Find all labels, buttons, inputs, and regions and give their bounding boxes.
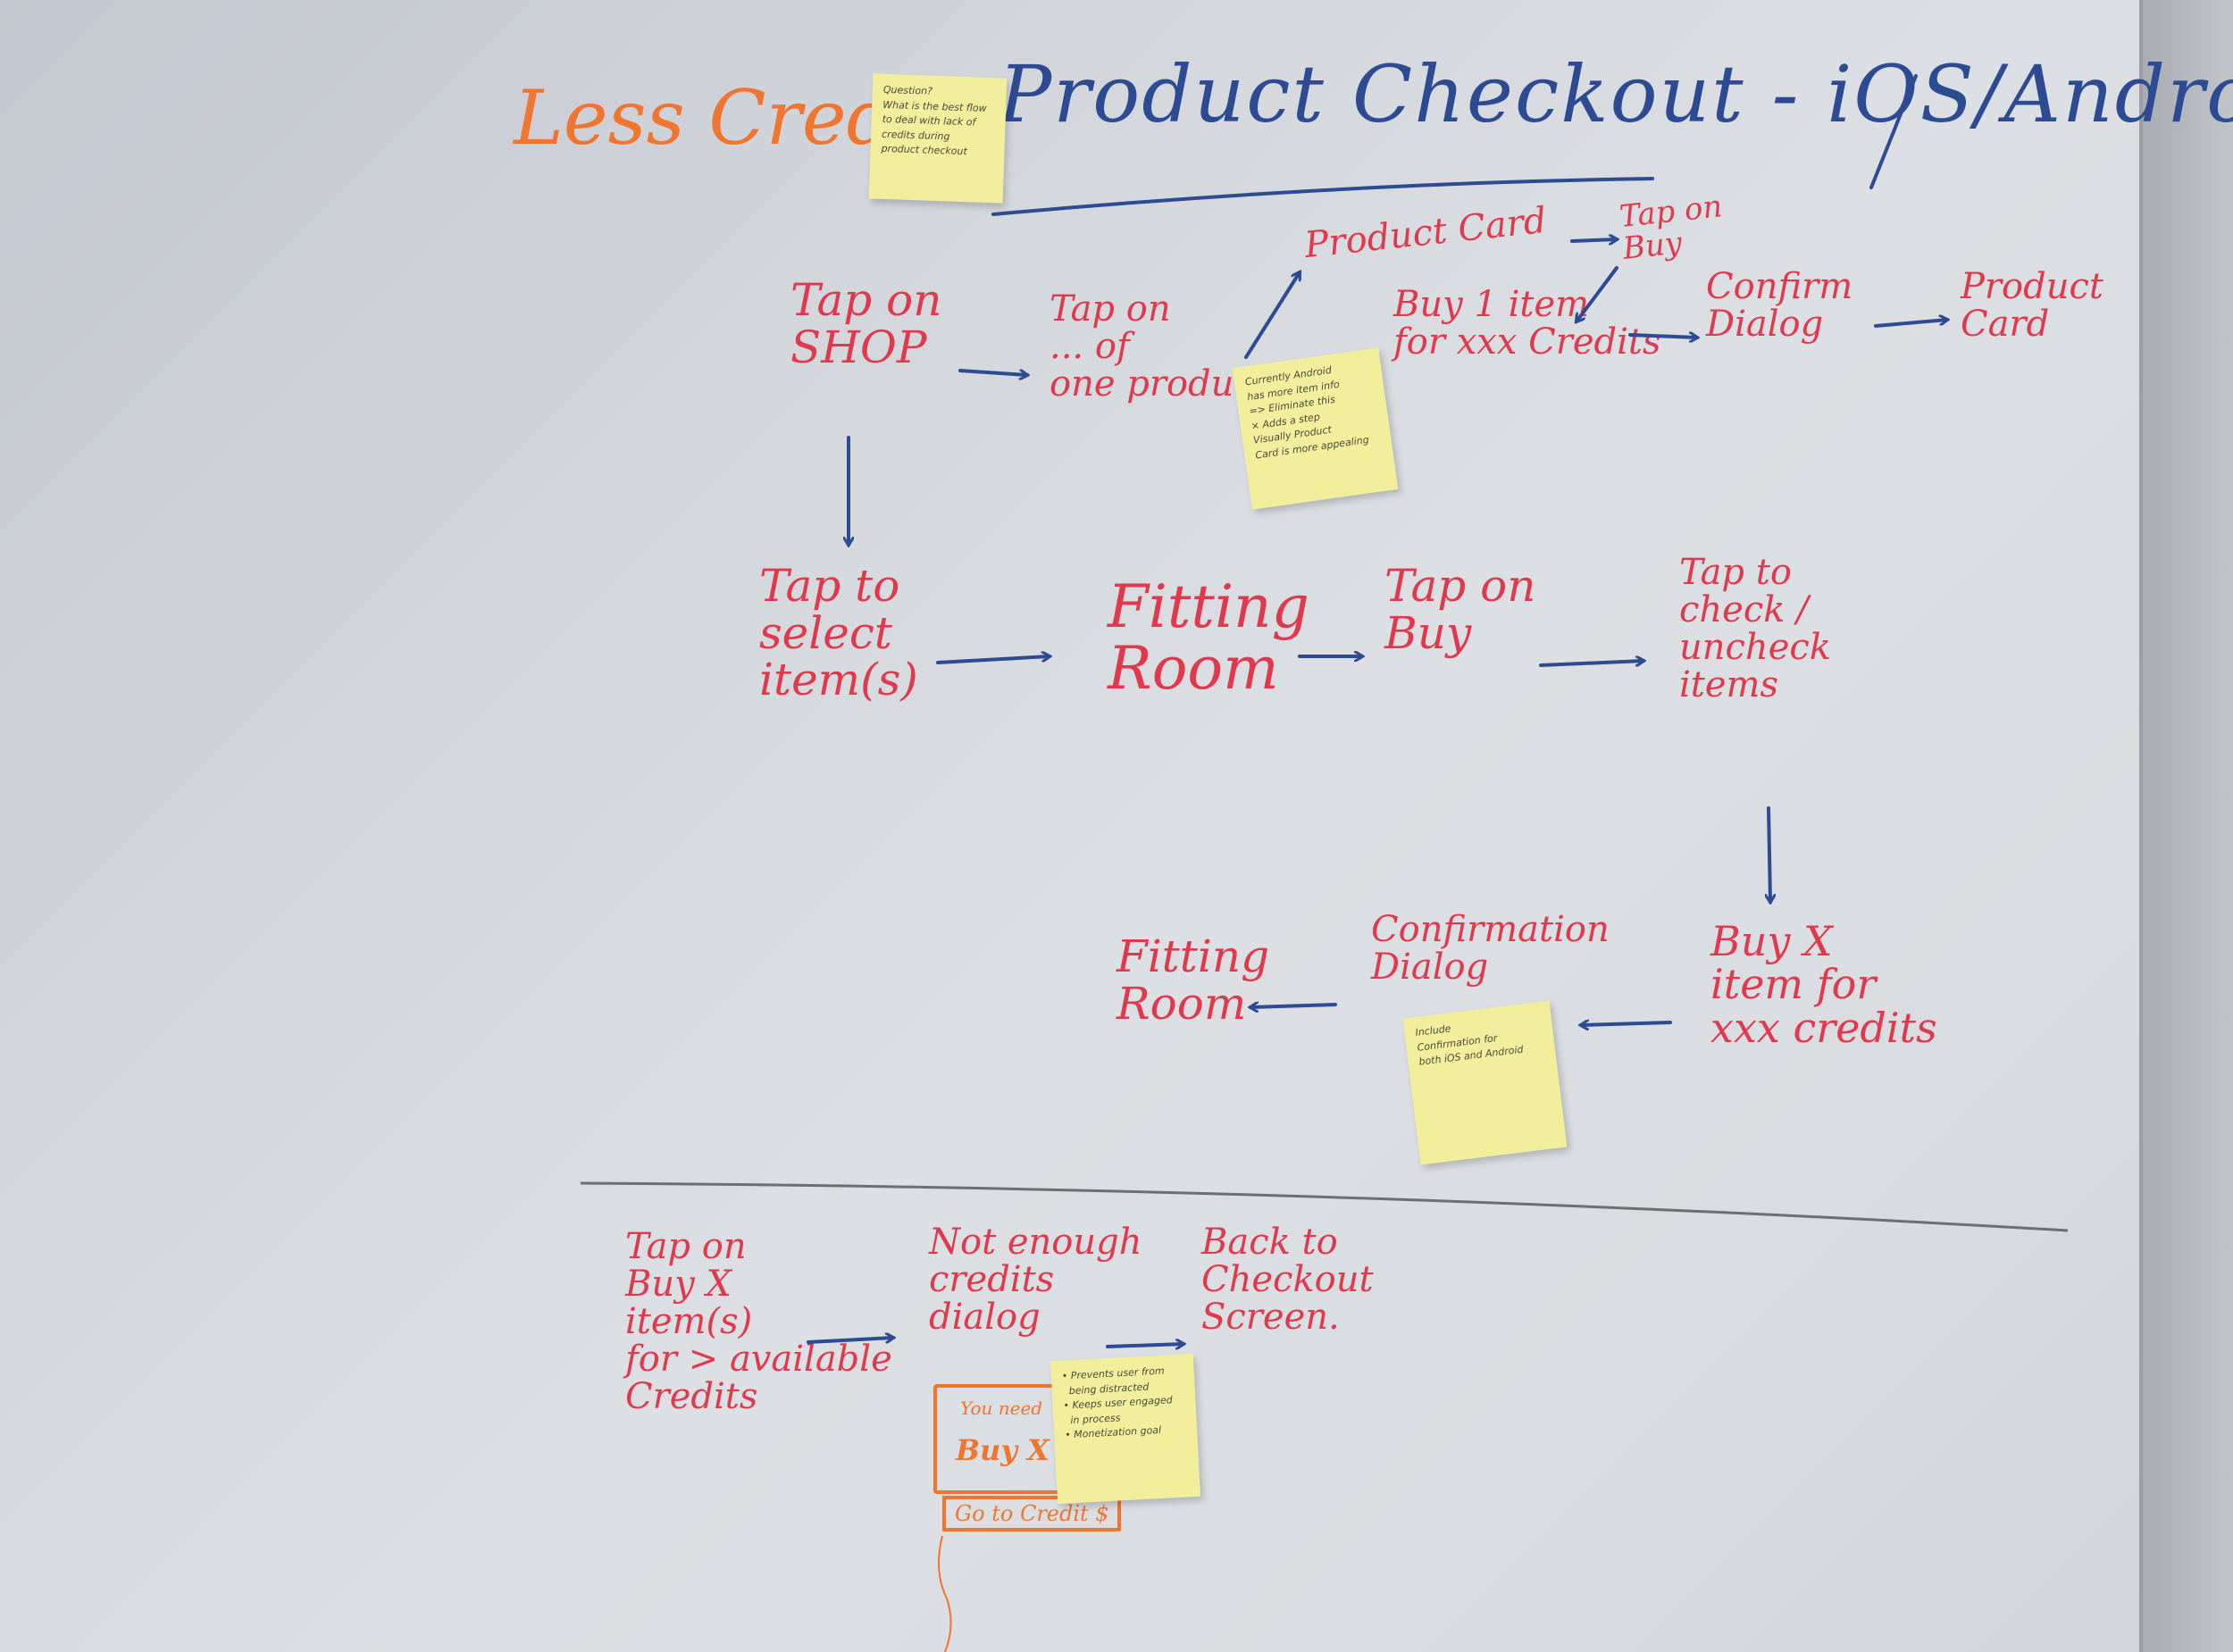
page-title: Product Checkout - iOS/Android [999,48,2233,140]
node-not-enough-credits: Not enough credits dialog [929,1222,1142,1338]
arrow-card-to-tapbuy [1570,239,1617,241]
dialog-mockup-button: Go to Credit $ [942,1496,1121,1531]
arrow-confirmation-to-fitting [1250,1005,1337,1007]
arrow-buy1-to-confirm [1628,335,1697,338]
mockup-tail [938,1535,952,1652]
arrow-product-to-card [1244,272,1300,359]
arrow-tapbuy-to-buy1 [1576,266,1618,321]
arrow-tapbuy-to-check [1539,661,1643,667]
node-tap-on-buy-mid: Tap on Buy [1384,560,1536,659]
arrow-buyx-to-confirmation [1581,1022,1672,1025]
arrow-buyx-to-notenough [807,1338,893,1344]
node-tap-on-buy-x: Tap on Buy X item(s) for > available Cre… [625,1226,892,1417]
title-underline [991,177,1654,216]
node-fitting-room-low: Fitting Room [1116,930,1270,1030]
arrow-confirm-to-card [1874,320,1947,328]
node-tap-to-check: Tap to check / uncheck items [1679,552,1831,705]
node-product-card-right: Product Card [1961,266,2103,345]
node-tap-to-select: Tap to select item(s) [759,560,918,705]
node-confirmation-dialog: Confirmation Dialog [1371,909,1610,988]
node-tap-on-shop: Tap on SHOP [790,274,942,373]
node-back-to-checkout: Back to Checkout Screen. [1201,1222,1374,1338]
wall-edge [2139,0,2233,1652]
arrow-check-down [1769,806,1770,902]
node-fitting-room-mid: Fitting Room [1108,572,1309,704]
dialog-mockup-line1: You need [960,1398,1043,1419]
node-confirm-dialog: Confirm Dialog [1706,266,1853,345]
node-buy-x-item: Buy X item for xxx credits [1710,917,1937,1052]
arrow-shop-to-product [958,369,1027,375]
arrow-notenough-to-back [1106,1344,1183,1347]
section-divider [580,1181,2069,1232]
title-slash [1869,74,1918,189]
arrow-select-to-fitting [936,656,1050,664]
